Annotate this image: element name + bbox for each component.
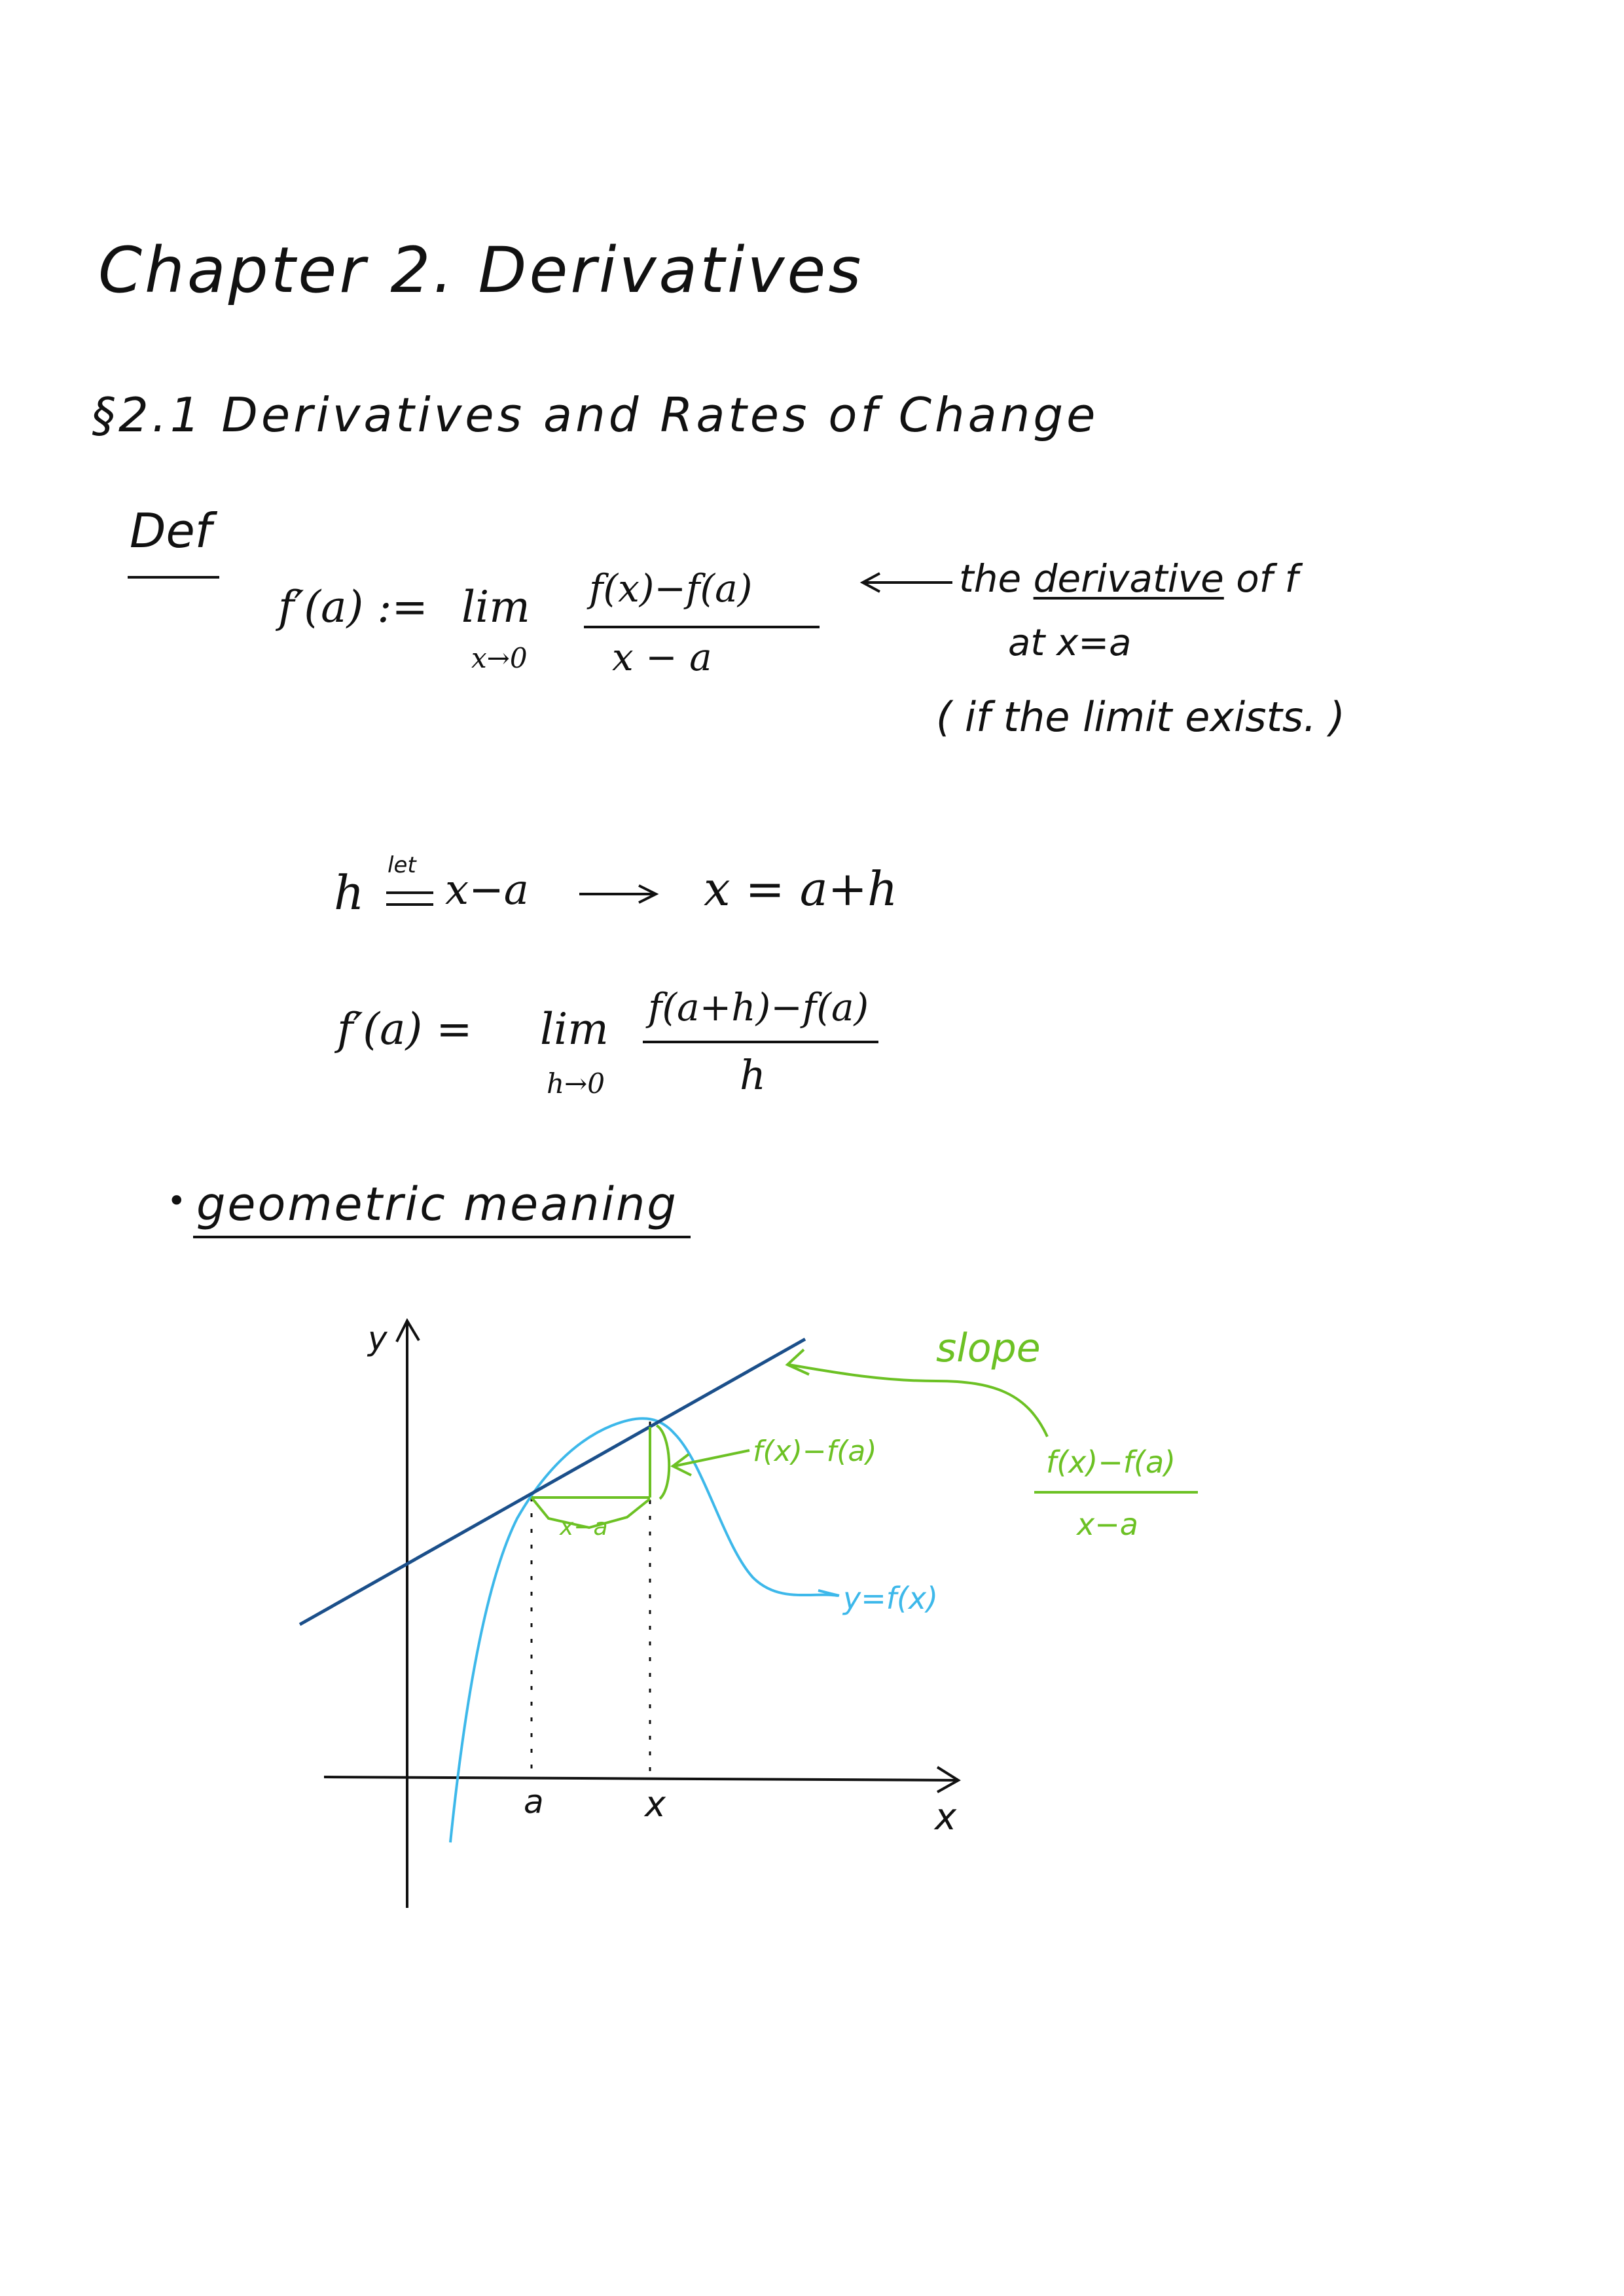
def-fraction-bar [584, 626, 820, 628]
slope-pointer [788, 1363, 1049, 1437]
def-note-line1: the derivative of f [959, 560, 1298, 598]
def-label: Def [130, 503, 212, 558]
sub-result: x = a+h [704, 861, 898, 916]
y-axis-label: y [367, 1319, 388, 1357]
alt-lim: lim [540, 1004, 609, 1054]
sub-eq-bottom [386, 903, 433, 906]
note-suffix: of f [1223, 556, 1299, 601]
note-derivative: derivative [1033, 556, 1224, 601]
alt-numerator: f(a+h)−f(a) [648, 985, 869, 1030]
tangent-line [298, 1337, 806, 1626]
curve-pointer [818, 1589, 840, 1597]
x-axis-arrow-icon [936, 1766, 961, 1793]
def-lhs: f′(a) := [278, 582, 428, 632]
function-curve [449, 1417, 839, 1843]
sub-rhs: x−a [445, 866, 529, 914]
curve-label: y=f(x) [842, 1581, 938, 1616]
def-note-line3: ( if the limit exists. ) [936, 693, 1345, 741]
tick-a-label: a [524, 1783, 544, 1821]
rise-pointer-arrow-icon [670, 1453, 692, 1477]
alt-denominator: h [740, 1051, 766, 1099]
slope-pointer-arrow-icon [785, 1348, 810, 1376]
chapter-title: Chapter 2. Derivatives [98, 234, 864, 307]
tick-x-label: x [643, 1784, 666, 1825]
x-axis-label: x [933, 1796, 957, 1839]
def-lim-sub: x→0 [471, 642, 528, 674]
sub-let: let [388, 852, 416, 878]
rise-pointer [674, 1449, 750, 1467]
slope-label: slope [936, 1325, 1041, 1371]
def-denominator: x − a [612, 635, 712, 679]
slope-fraction-denominator: x−a [1075, 1507, 1138, 1542]
run-label: x−a [559, 1514, 608, 1541]
geo-bullet: • [167, 1182, 187, 1220]
note-prefix: the [959, 556, 1034, 601]
def-underline [128, 576, 219, 579]
slope-fraction-numerator: f(x)−f(a) [1046, 1444, 1176, 1480]
rise-bracket [655, 1424, 671, 1500]
alt-lhs: f′(a) = [337, 1004, 473, 1054]
sub-h: h [334, 865, 365, 920]
x-axis [323, 1776, 958, 1782]
right-arrow-icon [579, 884, 659, 904]
alt-fraction-bar [643, 1041, 878, 1043]
def-numerator: f(x)−f(a) [589, 566, 753, 611]
geo-underline [193, 1236, 691, 1238]
section-title: §2.1 Derivatives and Rates of Change [92, 387, 1099, 442]
sub-eq-top [386, 891, 433, 894]
geo-title: geometric meaning [196, 1177, 678, 1231]
def-note-line2: at x=a [1008, 622, 1132, 664]
alt-lim-sub: h→0 [547, 1067, 605, 1100]
def-lim: lim [461, 582, 530, 632]
y-axis-arrow-icon [395, 1318, 420, 1342]
run-bracket [530, 1496, 651, 1530]
rise-label: f(x)−f(a) [753, 1435, 877, 1468]
left-arrow-icon [859, 572, 952, 593]
